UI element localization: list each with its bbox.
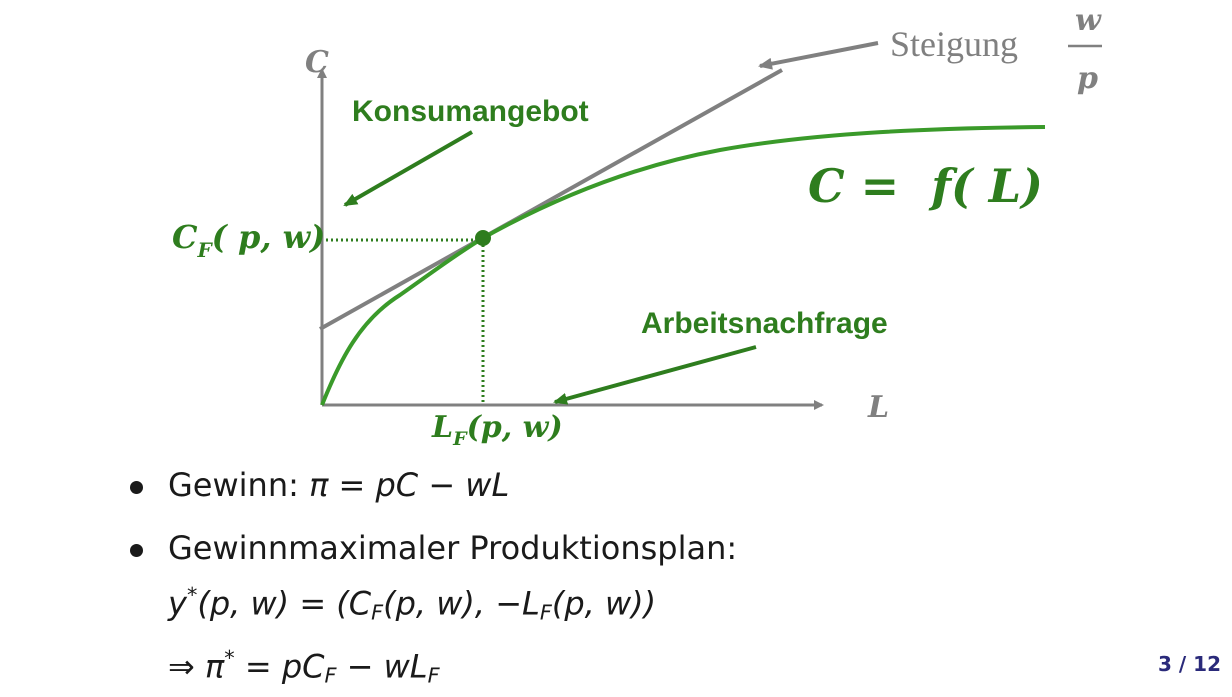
lf-label-main: L <box>431 410 453 445</box>
bullet-plan-profit-formula: ⇒ π* = pCF − wLF <box>168 645 440 688</box>
cf-label-args: ( p, w) <box>212 218 326 256</box>
bullet-plan-formula: y*(p, w) = (CF(p, w), −LF(p, w)) <box>168 583 657 625</box>
slide: C L Steigung w p C = f( L) Konsumangebot… <box>130 3 1221 687</box>
labor-demand-arrow <box>553 345 757 405</box>
lf-label: LF(p, w) <box>431 410 563 450</box>
lf-label-sub: F <box>452 428 468 450</box>
bullet-profit: Gewinn: π = pC − wL <box>130 462 737 509</box>
bullet-profit-formula: π = pC − wL <box>309 466 510 504</box>
bullet-dot <box>130 544 143 557</box>
bullet-dot <box>130 481 143 494</box>
cf-label-main: C <box>172 218 198 256</box>
x-axis-label: L <box>867 390 889 425</box>
consumption-supply-label: Konsumangebot <box>352 95 589 128</box>
svg-text:LF(p, w): LF(p, w) <box>431 410 563 450</box>
consumption-supply-arrow <box>343 130 473 207</box>
y-axis-label: C <box>305 45 329 80</box>
cf-label: CF( p, w) <box>172 218 325 262</box>
cf-label-sub: F <box>196 238 213 262</box>
production-curve <box>320 125 1046 406</box>
slope-label: Steigung <box>890 24 1018 64</box>
bullet-list: Gewinn: π = pC − wL Gewinnmaximaler Prod… <box>130 462 737 697</box>
page-number: 3 / 12 <box>1158 652 1221 676</box>
production-diagram: C L Steigung w p C = f( L) Konsumangebot… <box>172 3 1102 450</box>
slope-fraction-numerator: w <box>1075 3 1102 38</box>
optimum-point <box>475 230 491 246</box>
curve-label: C = f( L) <box>808 159 1043 213</box>
bullet-profit-text: Gewinn: <box>168 466 310 504</box>
lf-label-args: (p, w) <box>467 410 563 445</box>
bullet-production-plan: Gewinnmaximaler Produktionsplan: y*(p, w… <box>130 525 737 697</box>
bullet-plan-title: Gewinnmaximaler Produktionsplan: <box>168 529 738 567</box>
slope-fraction-denominator: p <box>1077 61 1098 96</box>
labor-demand-label: Arbeitsnachfrage <box>641 307 888 340</box>
slope-arrow <box>758 41 879 70</box>
svg-text:CF( p, w): CF( p, w) <box>172 218 325 262</box>
tangent-line <box>319 68 783 331</box>
